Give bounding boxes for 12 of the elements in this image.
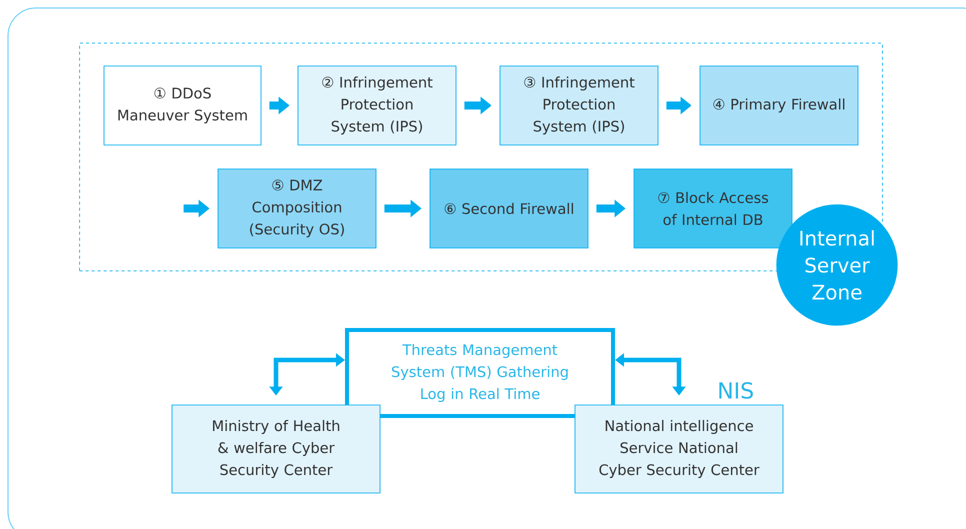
- process-box: ① DDoS Maneuver System: [104, 66, 262, 146]
- center-box: National intelligence Service National Cyber Security Center: [574, 404, 784, 494]
- process-box: ⑦ Block Access of Internal DB: [634, 168, 792, 248]
- process-box: ④ Primary Firewall: [700, 66, 858, 146]
- zone-box: [79, 42, 883, 272]
- process-box: ⑤ DMZ Composition (Security OS): [218, 168, 376, 248]
- side-label: NIS: [719, 382, 753, 399]
- process-box: ③ Infringement Protection System (IPS): [500, 66, 658, 146]
- center-box: Ministry of Health & welfare Cyber Security Center: [172, 404, 380, 494]
- system-box: Threats Management System (TMS) Gathering Log in Real Time: [345, 328, 615, 418]
- process-box: ② Infringement Protection System (IPS): [298, 66, 456, 146]
- process-box: ⑥ Second Firewall: [430, 168, 588, 248]
